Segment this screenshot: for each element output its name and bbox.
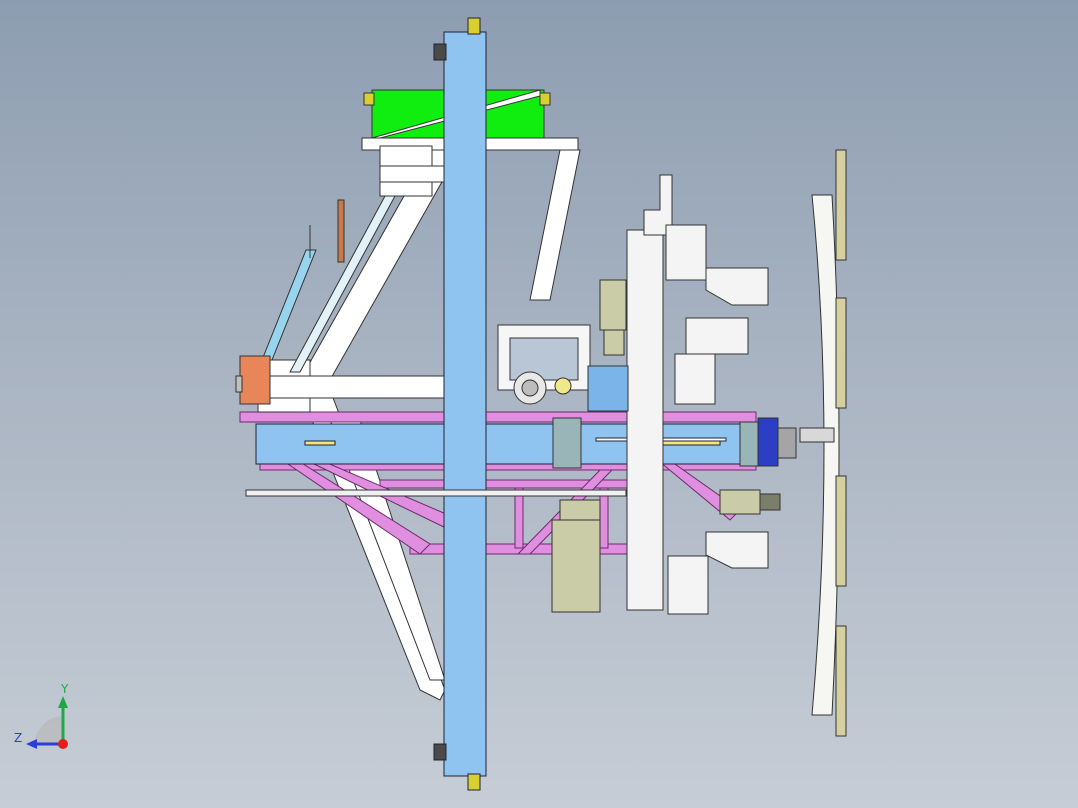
curved-rim <box>799 149 847 737</box>
orange-clamp <box>235 355 271 405</box>
motors <box>551 279 781 613</box>
triad-arc-icon <box>35 716 63 744</box>
carrier-column <box>626 174 769 615</box>
center-mechanism <box>497 324 797 469</box>
z-axis-label: Z <box>14 731 22 745</box>
x-axis-dot-icon <box>58 739 68 749</box>
z-axis-arrow-icon <box>26 739 37 749</box>
y-axis-arrow-icon <box>58 696 68 708</box>
axis-triad[interactable]: Y Z <box>10 682 80 762</box>
vertical-blue-beam <box>433 17 487 791</box>
horizontal-blue-beam <box>255 423 757 465</box>
y-axis-label: Y <box>60 682 69 696</box>
lower-bar <box>245 489 627 497</box>
diagonal-rail <box>261 195 396 373</box>
